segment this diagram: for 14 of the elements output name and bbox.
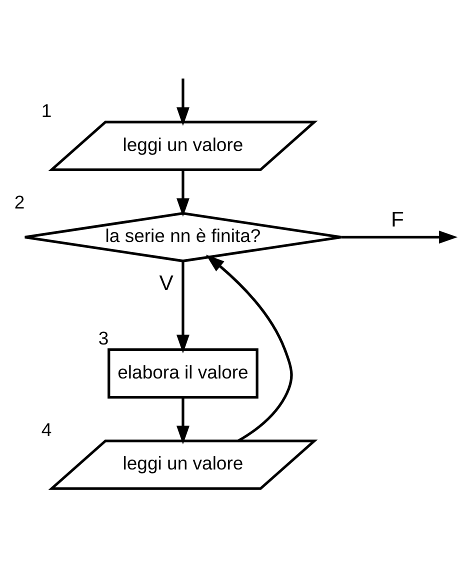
node-label: 1 xyxy=(40,100,52,122)
arrow xyxy=(176,398,189,444)
node-label: 4 xyxy=(40,418,52,440)
edge-label: V xyxy=(158,272,173,296)
node-diamond: la serie nn è finita? xyxy=(23,212,342,262)
arrow xyxy=(176,170,189,217)
node-box: elabora il valore xyxy=(107,348,258,399)
node-label: 3 xyxy=(98,328,108,349)
arrow xyxy=(340,230,458,244)
arrow xyxy=(205,254,292,442)
arrow xyxy=(176,261,189,354)
edge-label: F xyxy=(390,208,404,232)
arrow xyxy=(176,78,189,126)
node-label: 2 xyxy=(14,191,24,212)
